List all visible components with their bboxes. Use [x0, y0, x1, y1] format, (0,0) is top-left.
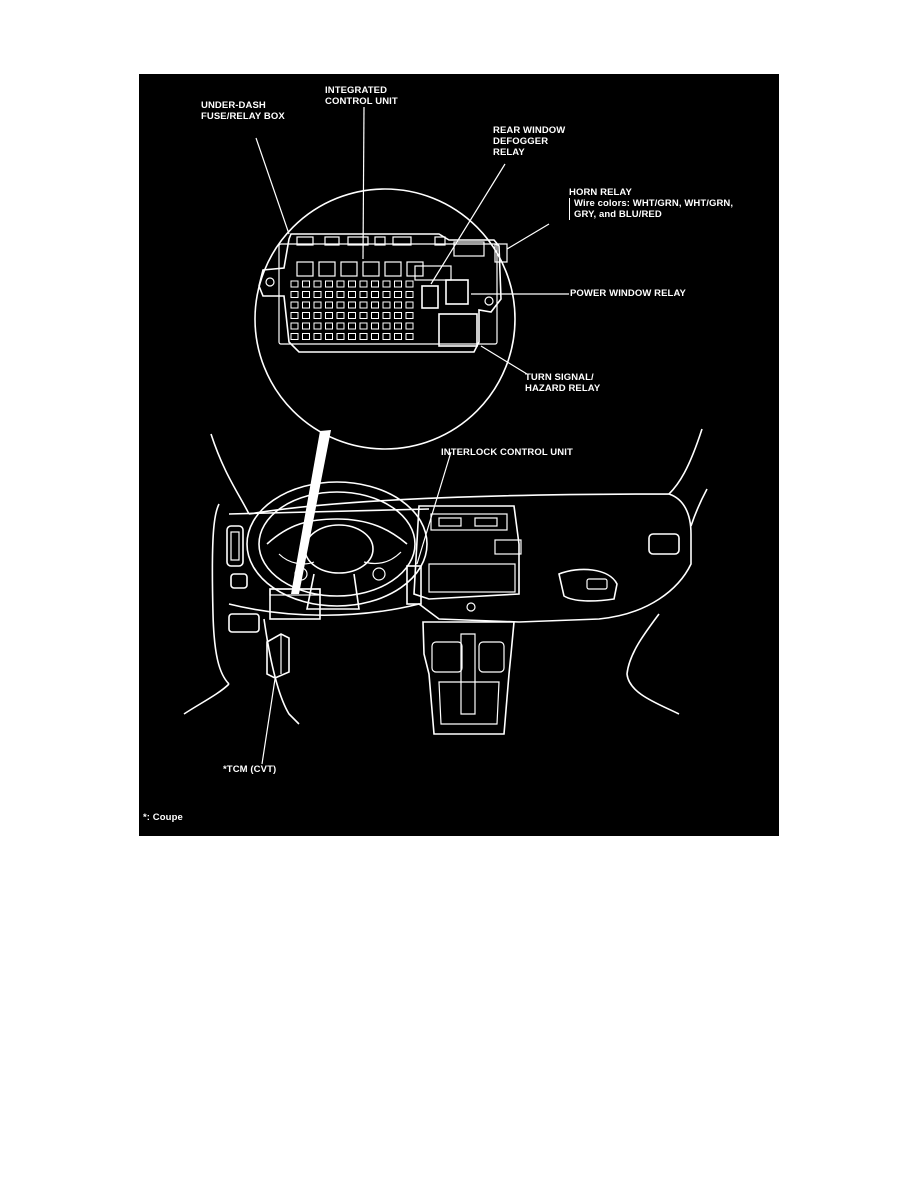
- fuse-slot: [290, 333, 299, 340]
- label-power-window-relay: POWER WINDOW RELAY: [570, 288, 686, 299]
- fuse-slot: [313, 301, 322, 309]
- fuse-slot: [394, 291, 402, 298]
- fuse-slot: [371, 280, 379, 288]
- fuse-slot: [405, 312, 414, 319]
- fuse-slot: [325, 333, 333, 340]
- fuse-slot: [313, 333, 322, 340]
- fuse-slot: [336, 291, 345, 298]
- fuse-slot: [313, 291, 322, 298]
- fuse-slot: [359, 312, 368, 319]
- fuse-slot: [290, 312, 299, 319]
- fuse-slot: [359, 280, 368, 288]
- fuse-slot: [348, 291, 356, 298]
- fuse-slot: [348, 280, 356, 288]
- power-window-relay: [445, 279, 469, 305]
- fuse-slot: [302, 291, 310, 298]
- fuse-slot: [371, 333, 379, 340]
- fuse-slot: [371, 301, 379, 309]
- label-tcm: *TCM (CVT): [223, 764, 277, 775]
- fuse-slot: [382, 301, 391, 309]
- label-interlock-control-unit: INTERLOCK CONTROL UNIT: [441, 447, 573, 458]
- fuse-slot: [382, 312, 391, 319]
- fuse-slot: [336, 312, 345, 319]
- label-rear-window-defogger-relay: REAR WINDOW DEFOGGER RELAY: [493, 125, 566, 158]
- fuse-slot: [394, 301, 402, 309]
- fuse-slot: [405, 291, 414, 298]
- fuse-slot: [359, 322, 368, 330]
- fuse-slot: [302, 312, 310, 319]
- rear-defogger-relay: [421, 285, 439, 309]
- fuse-slot: [359, 301, 368, 309]
- label-horn-relay: HORN RELAY Wire colors: WHT/GRN, WHT/GRN…: [569, 187, 734, 220]
- magnifier-circle: [254, 188, 516, 450]
- fuse-slot: [325, 291, 333, 298]
- fuse-slot: [290, 291, 299, 298]
- fuse-slot: [336, 280, 345, 288]
- fuse-grid: [290, 280, 414, 340]
- fuse-slot: [325, 301, 333, 309]
- fuse-slot: [382, 291, 391, 298]
- label-under-dash-fuse-box: UNDER-DASH FUSE/RELAY BOX: [201, 100, 285, 122]
- fuse-slot: [405, 280, 414, 288]
- fuse-slot: [382, 280, 391, 288]
- footnote: *: Coupe: [143, 812, 183, 823]
- fuse-slot: [325, 312, 333, 319]
- fuse-slot: [302, 280, 310, 288]
- fuse-slot: [348, 301, 356, 309]
- fuse-relay-box: [258, 233, 508, 353]
- fuse-slot: [348, 333, 356, 340]
- dashboard: [183, 428, 708, 735]
- fuse-slot: [290, 322, 299, 330]
- fuse-slot: [359, 291, 368, 298]
- fuse-slot: [290, 280, 299, 288]
- fuse-slot: [336, 333, 345, 340]
- fuse-slot: [371, 312, 379, 319]
- fuse-slot: [325, 280, 333, 288]
- fuse-slot: [313, 322, 322, 330]
- fuse-slot: [313, 280, 322, 288]
- fuse-slot: [371, 322, 379, 330]
- interlock-control-unit-box: [406, 565, 422, 605]
- fuse-slot: [290, 301, 299, 309]
- fuse-slot: [302, 333, 310, 340]
- fuse-slot: [394, 312, 402, 319]
- fuse-slot: [302, 301, 310, 309]
- fuse-slot: [325, 322, 333, 330]
- leader-lines: [255, 106, 569, 765]
- fuse-slot: [348, 312, 356, 319]
- turn-signal-relay: [438, 313, 478, 347]
- fuse-slot: [336, 301, 345, 309]
- fuse-slot: [371, 291, 379, 298]
- label-integrated-control-unit: INTEGRATED CONTROL UNIT: [325, 85, 398, 107]
- fuse-slot: [348, 322, 356, 330]
- fuse-slot: [336, 322, 345, 330]
- fuse-slot: [359, 333, 368, 340]
- steering-wheel: [246, 481, 428, 610]
- small-relays: [296, 261, 424, 277]
- diagram-panel: UNDER-DASH FUSE/RELAY BOX INTEGRATED CON…: [139, 74, 779, 836]
- fuse-slot: [382, 322, 391, 330]
- fuse-slot: [405, 322, 414, 330]
- fuse-slot: [394, 322, 402, 330]
- fuse-slot: [394, 280, 402, 288]
- fuse-slot: [405, 301, 414, 309]
- fuse-slot: [405, 333, 414, 340]
- diagram-artwork: [183, 106, 708, 765]
- fuse-slot: [394, 333, 402, 340]
- fuse-slot: [302, 322, 310, 330]
- label-turn-signal-hazard-relay: TURN SIGNAL/ HAZARD RELAY: [525, 372, 601, 394]
- fuse-slot: [382, 333, 391, 340]
- fuse-slot: [313, 312, 322, 319]
